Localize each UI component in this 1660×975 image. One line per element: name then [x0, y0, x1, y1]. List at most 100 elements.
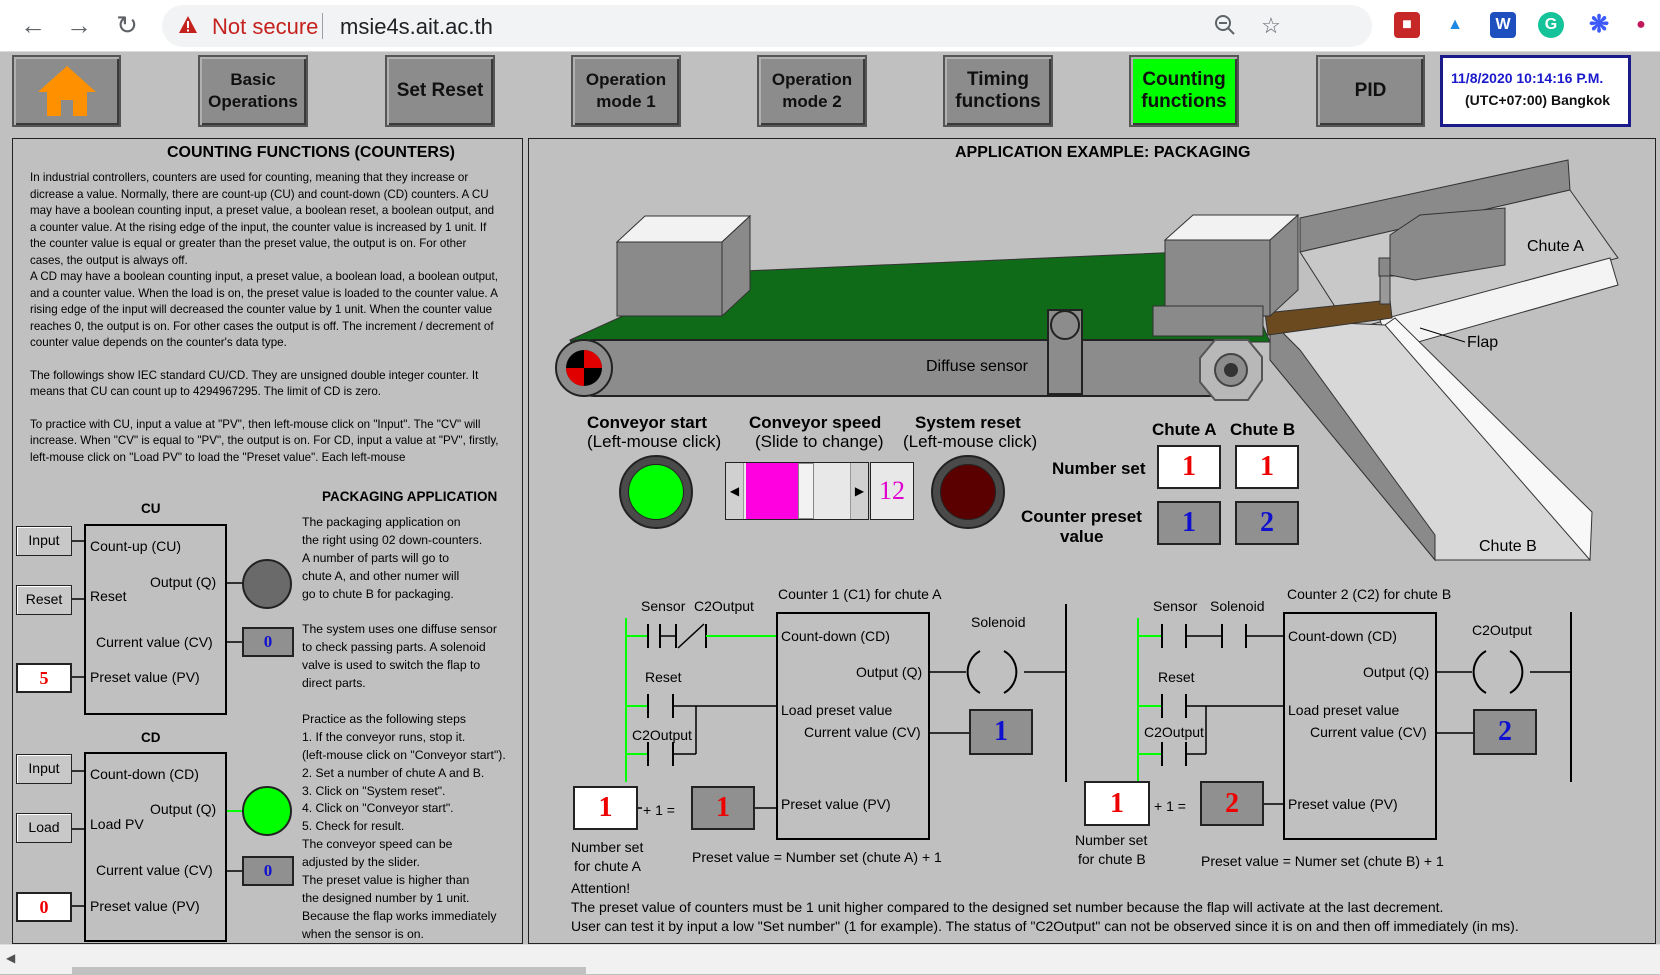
cd-input-button[interactable]: Input	[16, 754, 72, 784]
desc-paragraph: To practice with CU, input a value at "P…	[30, 417, 499, 464]
ladder1-load-label: Load preset value	[781, 702, 893, 718]
number-set-label: Number set	[1052, 459, 1146, 478]
cd-cv-label: Current value (CV)	[96, 862, 213, 878]
url-text[interactable]: msie4s.ait.ac.th	[340, 14, 493, 39]
ladder1-formula: Preset value = Number set (chute A) + 1	[692, 849, 942, 865]
desc-paragraph: In industrial controllers, counters are …	[30, 171, 495, 267]
slider-left-arrow-icon[interactable]: ◀	[726, 463, 744, 519]
cd-count-label: Count-down (CD)	[90, 766, 199, 782]
basic-operations-button[interactable]: Basic Operations	[198, 55, 308, 127]
conveyor-start-button[interactable]	[619, 455, 693, 529]
cu-input-button[interactable]: Input	[16, 526, 72, 556]
cd-load-label: Load PV	[90, 816, 144, 832]
ladder2-reset-label: Reset	[1158, 669, 1195, 685]
chute-a-preset-value: 1	[1157, 501, 1221, 545]
operation-mode-1-button[interactable]: Operation mode 1	[571, 55, 681, 127]
divider	[322, 13, 323, 39]
ladder2-solenoid-label: Solenoid	[1210, 598, 1265, 614]
ladder2-pv-value: 2	[1200, 781, 1264, 826]
packaging-line: The packaging application on	[302, 515, 461, 529]
chute-a-number-set-input[interactable]: 1	[1157, 445, 1221, 489]
forward-icon[interactable]: →	[66, 10, 92, 40]
pdf-extension-icon[interactable]: ■	[1394, 12, 1420, 38]
cd-pv-input[interactable]: 0	[16, 892, 72, 922]
ladder2-plus-one: + 1 =	[1154, 798, 1186, 814]
counting-functions-button[interactable]: Counting functions	[1129, 55, 1239, 127]
packaging-line: the designed number by 1 unit.	[302, 891, 470, 905]
datetime-display: 11/8/2020 10:14:16 P.M. (UTC+07:00) Bang…	[1440, 55, 1631, 127]
grammarly-icon[interactable]: G	[1538, 12, 1564, 38]
scroll-thumb[interactable]	[72, 967, 586, 975]
ladder1-number-set-input[interactable]: 1	[573, 786, 638, 830]
ladder1-c2output-label: C2Output	[694, 598, 754, 614]
cu-wires	[72, 540, 243, 907]
word-extension-icon[interactable]: W	[1490, 12, 1516, 38]
slider-thumb[interactable]	[798, 463, 814, 519]
slider-fill	[746, 463, 798, 519]
pid-button[interactable]: PID	[1316, 55, 1425, 127]
desc-paragraph: A CD may have a boolean counting input, …	[30, 270, 498, 349]
counter-preset-label: Counter preset	[1021, 507, 1142, 526]
cu-pv-input[interactable]: 5	[16, 663, 72, 693]
ladder2-number-set-label-2: for chute B	[1078, 851, 1146, 867]
profile-icon[interactable]: ●	[1630, 12, 1652, 38]
packaging-line: the right using 02 down-counters.	[302, 532, 483, 547]
diffuse-sensor-label: Diffuse sensor	[926, 358, 1028, 375]
packaging-line: The system uses one diffuse sensor	[302, 622, 497, 637]
chute-b-header: Chute B	[1230, 420, 1296, 439]
star-icon[interactable]: ☆	[1261, 13, 1281, 38]
chute-b-number-set-input[interactable]: 1	[1235, 445, 1299, 489]
operation-mode-2-button[interactable]: Operation mode 2	[757, 55, 867, 127]
home-button[interactable]	[12, 55, 121, 127]
set-reset-button[interactable]: Set Reset	[385, 55, 495, 127]
right-panel-title: APPLICATION EXAMPLE: PACKAGING	[955, 144, 1251, 161]
ladder2-pv-label: Preset value (PV)	[1288, 796, 1398, 812]
system-reset-button[interactable]	[931, 455, 1005, 529]
left-panel-title: COUNTING FUNCTIONS (COUNTERS)	[167, 144, 455, 161]
ladder1-output-label: Output (Q)	[856, 664, 923, 680]
packaging-line: when the sensor is on.	[302, 926, 424, 941]
browser-toolbar: ← → ↻ Not secure msie4s.ait.ac.th ☆ ■ ▲ …	[0, 0, 1660, 52]
back-icon[interactable]: ←	[20, 10, 46, 40]
cu-output-lamp	[242, 559, 292, 609]
cd-block	[84, 752, 227, 942]
packaging-line: The preset value is higher than	[302, 873, 470, 888]
scroll-left-icon[interactable]: ◀	[6, 951, 16, 965]
chute-b-preset-value: 2	[1235, 501, 1299, 545]
packaging-line: valve is used to switch the flap to	[302, 658, 481, 673]
security-label[interactable]: Not secure	[212, 14, 319, 39]
counter-description: In industrial controllers, counters are …	[30, 170, 500, 472]
cu-reset-button[interactable]: Reset	[16, 585, 72, 615]
ladder2-number-set-input[interactable]: 1	[1084, 781, 1150, 826]
speed-slider[interactable]: ◀ ▶	[725, 462, 869, 520]
ladder2-cv-value: 2	[1473, 709, 1537, 755]
ladder1-plus-one: + 1 =	[643, 802, 675, 818]
cap-extension-icon[interactable]: ▲	[1442, 12, 1468, 38]
timezone-text: (UTC+07:00) Bangkok	[1465, 92, 1611, 108]
conveyor-start-hint: (Left-mouse click)	[587, 432, 722, 451]
slider-right-arrow-icon[interactable]: ▶	[850, 463, 868, 519]
chute-a-label: Chute A	[1527, 238, 1584, 255]
cd-pv-label: Preset value (PV)	[90, 898, 200, 914]
packaging-line: Because the flap works immediately	[302, 908, 497, 923]
ladder1-sensor-label: Sensor	[641, 598, 686, 614]
ladder2-cd-label: Count-down (CD)	[1288, 628, 1397, 644]
asterisk-extension-icon[interactable]: ❋	[1586, 12, 1612, 38]
timing-functions-button[interactable]: Timing functions	[943, 55, 1053, 127]
ladder2-load-label: Load preset value	[1288, 702, 1400, 718]
zoom-icon[interactable]	[1212, 13, 1238, 39]
reload-icon[interactable]: ↻	[116, 10, 138, 40]
horizontal-scrollbar[interactable]: ◀	[0, 944, 1660, 975]
flap-label: Flap	[1467, 334, 1499, 351]
address-bar[interactable]: Not secure msie4s.ait.ac.th ☆	[162, 5, 1372, 47]
ladder2-title: Counter 2 (C2) for chute B	[1287, 586, 1452, 602]
packaging-line: 4. Click on "Conveyor start".	[302, 801, 454, 816]
cu-output-label: Output (Q)	[150, 574, 217, 590]
cd-output-label: Output (Q)	[150, 801, 217, 817]
ladder1-number-set-label-2: for chute A	[574, 858, 641, 874]
cd-load-button[interactable]: Load	[16, 813, 72, 843]
packaging-line: Practice as the following steps	[302, 711, 466, 726]
conveyor-speed-hint: (Slide to change)	[755, 432, 884, 451]
cu-reset-label: Reset	[90, 588, 127, 604]
